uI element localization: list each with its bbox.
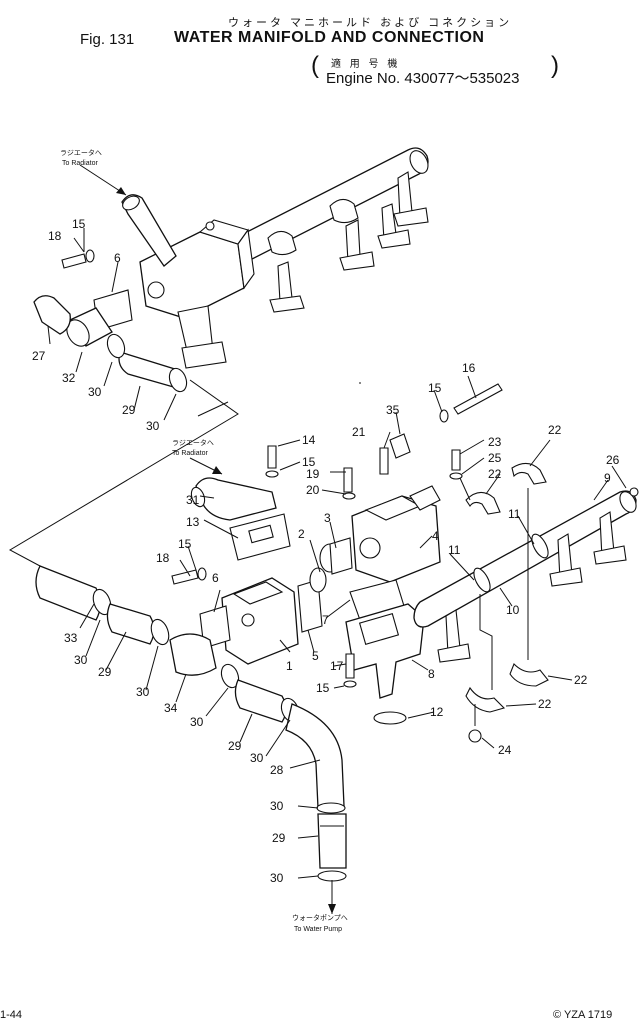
to-water-pump-jp: ウォータポンプへ: [292, 913, 348, 922]
part-number: 22: [488, 467, 502, 481]
flow-arrow-to-radiator-top: [79, 164, 127, 196]
part-number: 11: [508, 507, 521, 521]
part-number: 34: [164, 701, 178, 715]
part-number: 13: [186, 515, 200, 529]
part-number: 30: [146, 419, 160, 433]
part-number: 24: [498, 743, 512, 757]
part-number: 4: [432, 529, 439, 543]
part-number-labels: 15 18 6 27 32 30 29 30 16 15 35 21 14 15…: [32, 217, 620, 885]
part-number: 23: [488, 435, 502, 449]
title-english: WATER MANIFOLD AND CONNECTION: [174, 29, 485, 46]
part-number: 22: [538, 697, 552, 711]
part-number: 16: [462, 361, 476, 375]
to-radiator-jp-top: ラジエータへ: [60, 148, 102, 157]
figure-number: Fig. 131: [80, 31, 135, 48]
part-number: 35: [386, 403, 400, 417]
part-number: 12: [430, 705, 444, 719]
page-number: 1-44: [0, 1009, 23, 1019]
part-number: 30: [88, 385, 102, 399]
part-number: 33: [64, 631, 78, 645]
title-japanese: ウォータ マニホールド および コネクション: [228, 17, 513, 29]
to-water-pump-en: To Water Pump: [294, 926, 342, 933]
part-number: 9: [604, 471, 611, 485]
part-number: 15: [428, 381, 442, 395]
part-number: 22: [548, 423, 562, 437]
part-number: 21: [352, 425, 366, 439]
part-number: 30: [136, 685, 150, 699]
part-number: 29: [228, 739, 242, 753]
part-number: 15: [72, 217, 86, 231]
part-number: 29: [272, 831, 286, 845]
document-code: © YZA 1719: [553, 1009, 613, 1019]
part-number: 18: [48, 229, 62, 243]
part-number: 15: [316, 681, 330, 695]
part-number: 29: [122, 403, 136, 417]
part-number: 19: [306, 467, 320, 481]
part-number: 14: [302, 433, 316, 447]
part-number: 10: [506, 603, 520, 617]
to-radiator-jp-mid: ラジエータへ: [172, 438, 214, 447]
part-number: 11: [448, 543, 461, 557]
lower-left-assembly: [35, 445, 347, 882]
part-number: 30: [270, 799, 284, 813]
part-number: 2: [298, 527, 305, 541]
part-number: 5: [312, 649, 319, 663]
part-number: 18: [156, 551, 170, 565]
part-number: 30: [190, 715, 204, 729]
top-manifold-assembly: [33, 147, 429, 393]
part-number: 28: [270, 763, 284, 777]
part-number: 6: [212, 571, 219, 585]
right-manifold-assembly: [309, 383, 639, 743]
part-number: 30: [250, 751, 264, 765]
part-number: 22: [574, 673, 588, 687]
part-number: 17: [330, 659, 344, 673]
part-number: 8: [428, 667, 435, 681]
part-number: 30: [270, 871, 284, 885]
part-number: 20: [306, 483, 320, 497]
part-number: 29: [98, 665, 112, 679]
applicability-label-japanese: 適 用 号 機: [331, 59, 401, 70]
engine-serial-range: Engine No. 430077～535023: [326, 70, 520, 87]
part-number: 27: [32, 349, 46, 363]
bracket-open: (: [311, 52, 319, 79]
part-number: 25: [488, 451, 502, 465]
part-number: 15: [302, 455, 316, 469]
bracket-close: ): [551, 52, 559, 79]
part-number: 26: [606, 453, 620, 467]
to-radiator-en-mid: To Radiator: [172, 450, 208, 457]
part-number: 30: [74, 653, 88, 667]
part-number: 15: [178, 537, 192, 551]
part-number: 1: [286, 659, 293, 673]
part-number: 7: [322, 613, 329, 627]
to-radiator-en-top: To Radiator: [62, 160, 98, 167]
leader-lines: [47, 228, 627, 879]
part-number: 6: [114, 251, 121, 265]
assembly-link-line-left: [8, 379, 239, 567]
part-number: 32: [62, 371, 76, 385]
part-number: 3: [324, 511, 331, 525]
part-number: 31: [186, 493, 200, 507]
